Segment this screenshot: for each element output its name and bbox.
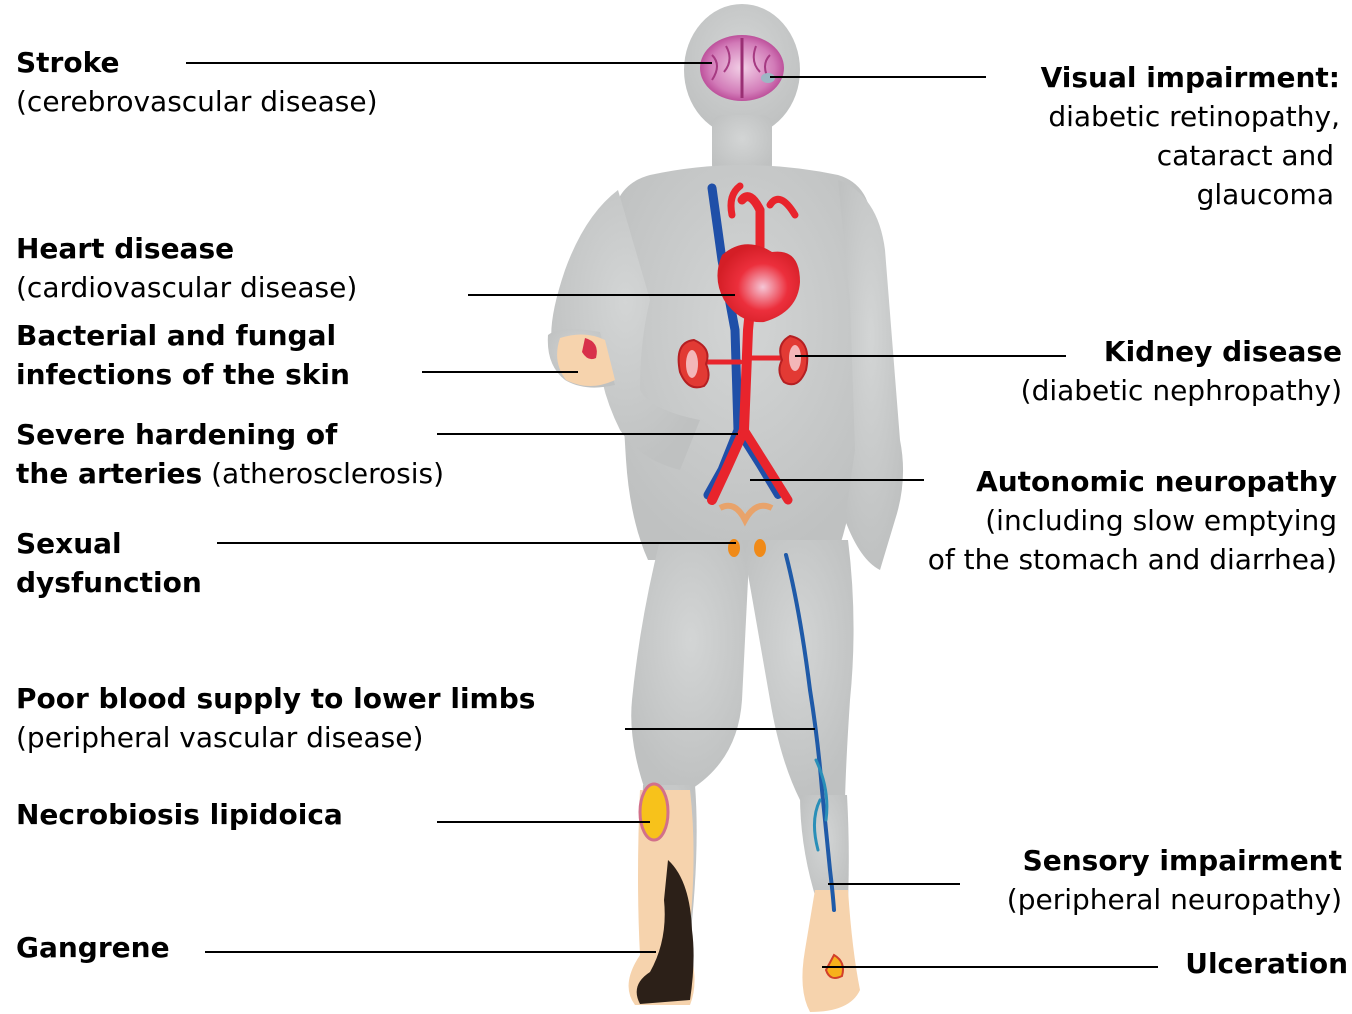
label-visual-impairment: Visual impairment: diabetic retinopathy,… — [1041, 58, 1340, 214]
kidney-title: Kidney disease — [1021, 332, 1342, 371]
poor-blood-subtitle: (peripheral vascular disease) — [16, 718, 535, 757]
sensory-subtitle: (peripheral neuropathy) — [1007, 880, 1342, 919]
heart-title: Heart disease — [16, 229, 357, 268]
label-heart-disease: Heart disease (cardiovascular disease) — [16, 229, 357, 307]
necrobiosis-title: Necrobiosis lipidoica — [16, 795, 343, 834]
sexual-line-2: dysfunction — [16, 563, 202, 602]
poor-blood-title: Poor blood supply to lower limbs — [16, 679, 535, 718]
sexual-line-1: Sexual — [16, 524, 202, 563]
arteries-line-2: the arteries — [16, 457, 202, 490]
label-gangrene: Gangrene — [16, 928, 170, 967]
label-ulceration: Ulceration — [1185, 944, 1348, 983]
visual-line-3: glaucoma — [1041, 175, 1340, 214]
brain-illustration — [700, 35, 784, 101]
label-sexual-dysfunction: Sexual dysfunction — [16, 524, 202, 602]
kidney-subtitle: (diabetic nephropathy) — [1021, 371, 1342, 410]
gangrene-title: Gangrene — [16, 928, 170, 967]
stroke-title: Stroke — [16, 43, 378, 82]
visual-line-1: diabetic retinopathy, — [1041, 97, 1340, 136]
label-kidney-disease: Kidney disease (diabetic nephropathy) — [1021, 332, 1342, 410]
sensory-title: Sensory impairment — [1007, 841, 1342, 880]
autonomic-line-2: of the stomach and diarrhea) — [928, 540, 1337, 579]
label-skin-infections: Bacterial and fungal infections of the s… — [16, 316, 350, 394]
visual-title: Visual impairment: — [1041, 58, 1340, 97]
arteries-subtitle: (atherosclerosis) — [211, 457, 444, 490]
heart-subtitle: (cardiovascular disease) — [16, 268, 357, 307]
label-sensory-impairment: Sensory impairment (peripheral neuropath… — [1007, 841, 1342, 919]
label-atherosclerosis: Severe hardening of the arteries (athero… — [16, 415, 444, 493]
visual-line-2: cataract and — [1041, 136, 1340, 175]
ulceration-title: Ulceration — [1185, 944, 1348, 983]
autonomic-title: Autonomic neuropathy — [928, 462, 1337, 501]
necrobiosis-lesion — [640, 784, 668, 840]
label-poor-blood-supply: Poor blood supply to lower limbs (periph… — [16, 679, 535, 757]
skin-line-1: Bacterial and fungal — [16, 316, 350, 355]
stroke-subtitle: (cerebrovascular disease) — [16, 82, 378, 121]
label-autonomic-neuropathy: Autonomic neuropathy (including slow emp… — [928, 462, 1337, 579]
label-stroke: Stroke (cerebrovascular disease) — [16, 43, 378, 121]
autonomic-line-1: (including slow emptying — [928, 501, 1337, 540]
skin-line-2: infections of the skin — [16, 355, 350, 394]
label-necrobiosis: Necrobiosis lipidoica — [16, 795, 343, 834]
arteries-line-1: Severe hardening of — [16, 415, 444, 454]
